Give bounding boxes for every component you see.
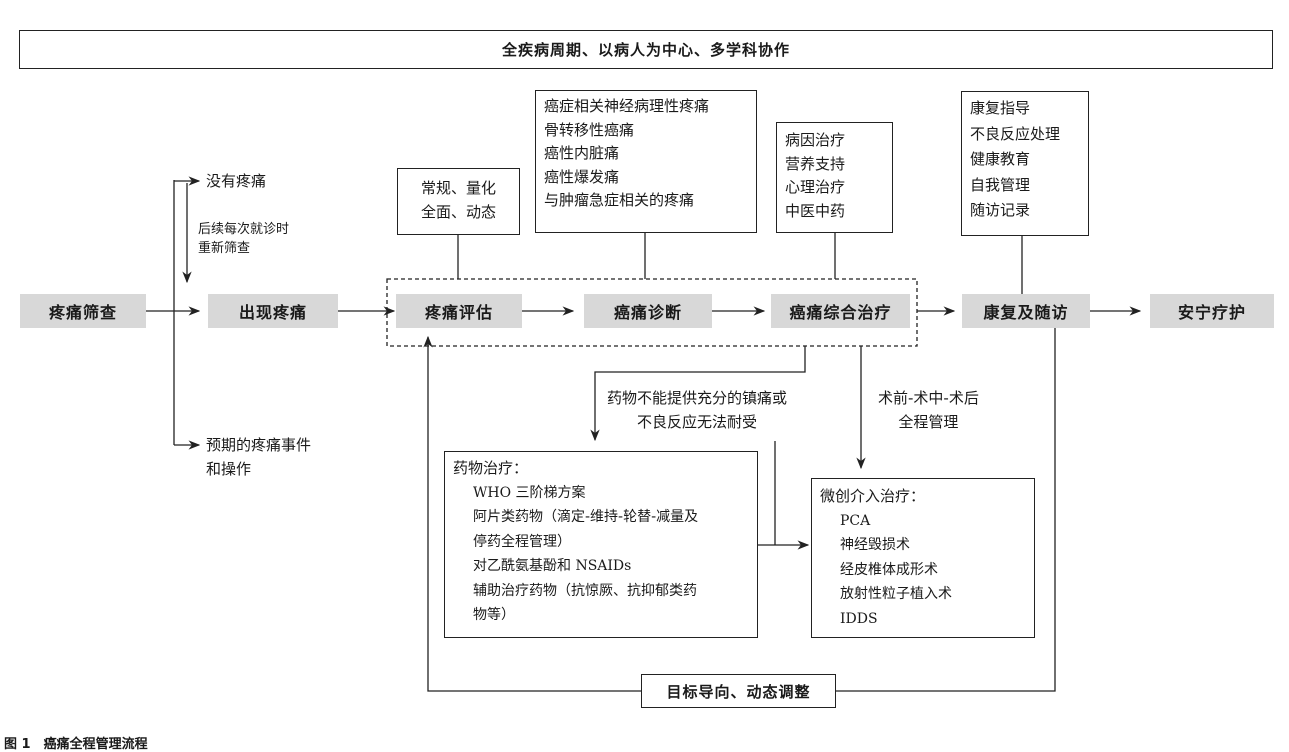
drug-therapy-title: 药物治疗：	[453, 459, 529, 477]
node-cancer-pain-diagnosis: 癌痛诊断	[584, 294, 712, 328]
node-pain-assessment: 疼痛评估	[396, 294, 522, 328]
label-expected-pain: 预期的疼痛事件 和操作	[206, 436, 312, 478]
rehab-items-box: 康复指导 不良反应处理 健康教育 自我管理 随访记录	[961, 91, 1089, 236]
treatment-support-box: 病因治疗 营养支持 心理治疗 中医中药	[776, 122, 893, 233]
node-pain-screening: 疼痛筛查	[20, 294, 146, 328]
label-rescreen: 后续每次就诊时 重新筛查	[198, 222, 290, 256]
feedback-right	[836, 328, 1056, 692]
interventional-title: 微创介入治疗：	[820, 487, 926, 505]
label-no-pain: 没有疼痛	[206, 172, 267, 190]
top-banner: 全疾病周期、以病人为中心、多学科协作	[19, 30, 1273, 69]
note-perioperative: 术前-术中-术后 全程管理	[878, 389, 979, 431]
note-insufficient-analgesia: 药物不能提供充分的镇痛或 不良反应无法耐受	[607, 389, 788, 431]
interventional-therapy-box: 微创介入治疗： PCA 神经毁损术 经皮椎体成形术 放射性粒子植入术 IDDS	[811, 478, 1035, 638]
treatment-group-dashed-border	[386, 278, 918, 347]
node-hospice-care: 安宁疗护	[1150, 294, 1274, 328]
diagnosis-types-box: 癌症相关神经病理性疼痛 骨转移性癌痛 癌性内脏痛 癌性爆发痛 与肿瘤急症相关的疼…	[535, 90, 757, 233]
feedback-left	[423, 335, 641, 692]
node-pain-appears: 出现疼痛	[208, 294, 338, 328]
arrow-to-drug-therapy	[590, 346, 806, 442]
node-rehab-followup: 康复及随访	[962, 294, 1090, 328]
node-comprehensive-treatment: 癌痛综合治疗	[771, 294, 910, 328]
drug-therapy-box: 药物治疗： WHO 三阶梯方案 阿片类药物（滴定-维持-轮替-减量及 停药全程管…	[444, 451, 758, 638]
goal-oriented-box: 目标导向、动态调整	[641, 674, 836, 708]
assessment-criteria-box: 常规、量化 全面、动态	[397, 168, 520, 235]
